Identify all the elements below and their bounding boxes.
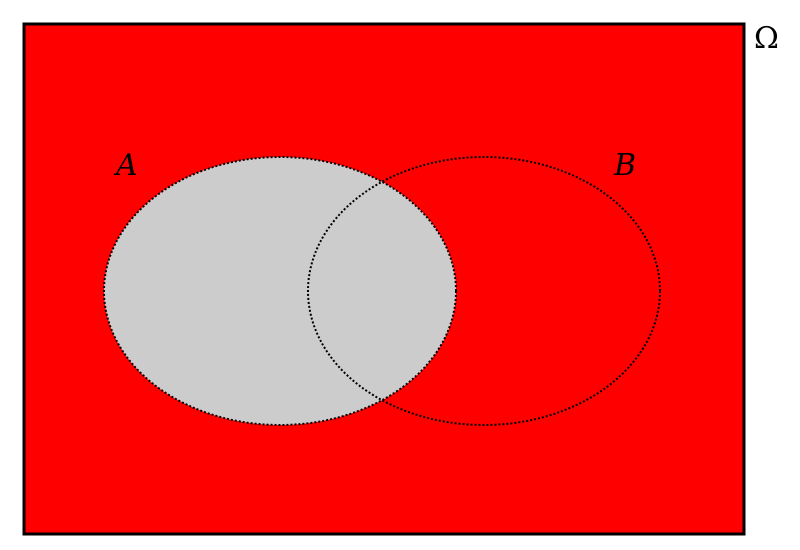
set-a-label: A [113,148,138,183]
intersection-region [308,157,456,425]
set-a-outline [103,156,457,426]
set-b-label: B [613,148,636,183]
universe-label: Ω [754,21,779,56]
set-b-outline [307,156,661,426]
